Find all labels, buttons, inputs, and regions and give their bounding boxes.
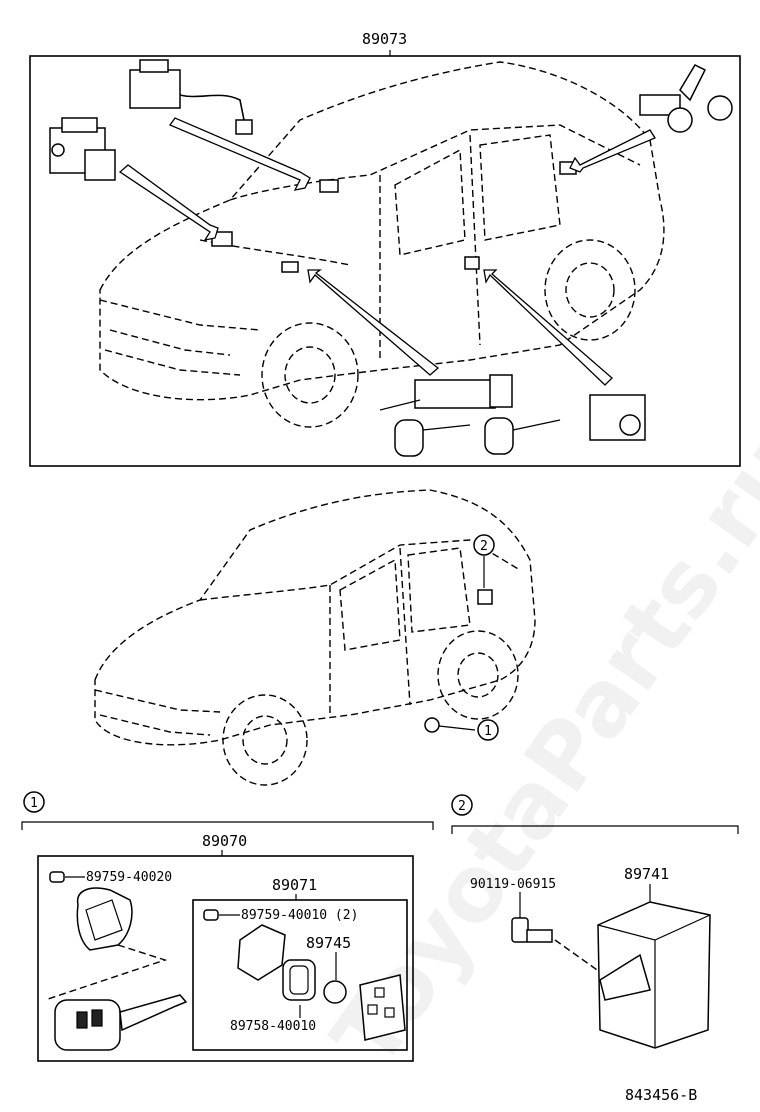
ignition-switch-cylinder[interactable]	[589, 394, 646, 441]
callout-1-label: 1	[484, 724, 492, 739]
main-assembly-number[interactable]: 89073	[362, 30, 407, 48]
middle-vehicle-outline	[94, 489, 536, 786]
bolt-part-number[interactable]: 90119-06915	[470, 877, 556, 892]
transmitter-circuit-board[interactable]	[237, 924, 286, 981]
back-door-lock-assembly[interactable]	[639, 64, 733, 133]
engine-hood-lock-switch[interactable]	[319, 179, 339, 193]
transmitter-subassembly-frame	[192, 899, 408, 1051]
master-key[interactable]	[394, 419, 471, 457]
battery[interactable]	[323, 980, 347, 1004]
transmitter-key[interactable]	[54, 994, 188, 1051]
assembly-guide-line	[44, 944, 168, 1001]
screw-89759-40020[interactable]	[49, 871, 65, 883]
transmitter-assembly-number[interactable]: 89070	[202, 832, 247, 850]
battery-part-number[interactable]: 89745	[306, 934, 351, 952]
section-2-bracket	[451, 825, 739, 834]
screw-top-part-number[interactable]: 89759-40020	[86, 870, 172, 885]
case-part-number[interactable]: 89758-40010	[230, 1019, 316, 1034]
sub-key[interactable]	[484, 417, 561, 455]
transmitter-subassembly-number[interactable]: 89071	[272, 876, 317, 894]
bolt-90119-06915[interactable]	[511, 917, 553, 943]
section-2-callout-circle	[451, 794, 473, 816]
transmitter-housing-cover[interactable]	[76, 887, 133, 951]
door-control-receiver-ecu[interactable]	[597, 901, 711, 1049]
section-1-callout-label: 1	[30, 796, 38, 811]
hood-lock-actuator[interactable]	[49, 117, 116, 181]
transmitter-assembly-frame	[37, 855, 414, 1062]
section-2-callout-label: 2	[458, 799, 466, 814]
top-assembly-frame	[29, 55, 741, 467]
callout-circle-2[interactable]	[473, 534, 495, 556]
door-key-cylinder[interactable]	[379, 374, 513, 411]
door-key-cylinder-mount[interactable]	[464, 256, 480, 270]
key-location-marker[interactable]	[424, 717, 476, 733]
screw-89759-40010[interactable]	[203, 909, 219, 921]
transmitter-case-gasket[interactable]	[282, 959, 316, 1001]
callout-2-label: 2	[480, 539, 488, 554]
figure-id: 843456-B	[625, 1086, 697, 1104]
door-lock-switch[interactable]	[281, 261, 299, 273]
section-1-callout-circle	[23, 791, 45, 813]
bolt-guide-line	[554, 939, 601, 973]
section-1-bracket	[21, 821, 434, 830]
lock-actuator-with-cable[interactable]	[129, 59, 253, 135]
ecu-part-number[interactable]: 89741	[624, 865, 669, 883]
pointer-arrows	[118, 117, 656, 386]
top-vehicle-outline	[99, 61, 665, 428]
screw-sub-part-number[interactable]: 89759-40010 (2)	[241, 908, 358, 923]
callout-circle-1[interactable]	[477, 719, 499, 741]
ecu-location-marker[interactable]	[477, 589, 493, 605]
transmitter-button-pad[interactable]	[359, 974, 406, 1041]
